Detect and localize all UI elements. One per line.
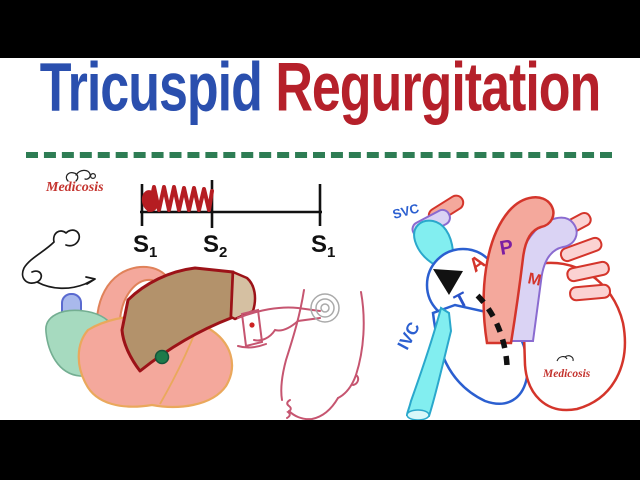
top-letterbox-bar <box>0 0 640 58</box>
heart-watermark: Medicosis <box>542 355 591 380</box>
regurgitant-jet-arrowhead <box>433 269 463 295</box>
content-canvas: Tricuspid Regurgitation Medicosis S1 S2 <box>0 50 640 420</box>
medicosis-logo: Medicosis <box>46 169 104 196</box>
heart-valves-diagram: SVC IVC A P T M Medicosis <box>391 194 627 420</box>
leg-inner-edge <box>280 289 305 401</box>
wrist-band <box>240 308 264 348</box>
liver-illustration <box>120 266 257 373</box>
interventricular-groove <box>159 329 197 405</box>
foot-outline <box>288 397 339 420</box>
holosystolic-murmur-coil <box>141 185 214 212</box>
heart-watermark-text: Medicosis <box>542 368 591 380</box>
title-word-tricuspid: Tricuspid <box>39 49 263 127</box>
pressure-rings <box>310 293 340 323</box>
liver-right-lobe <box>120 266 235 373</box>
svc-label: SVC <box>391 200 421 222</box>
s2-label: S2 <box>203 231 227 261</box>
pitting-edema-illustration <box>237 289 365 420</box>
bottom-letterbox-bar <box>0 420 640 480</box>
pulmonic-valve-label: P <box>498 236 515 260</box>
pressing-hand <box>237 306 321 349</box>
regurgitant-jet-arrow-tail <box>475 293 510 366</box>
title-word-regurgitation: Regurgitation <box>275 49 601 127</box>
toes-squiggle <box>286 399 292 419</box>
page-title: Tricuspid Regurgitation <box>0 49 640 128</box>
title-dashed-underline <box>26 152 612 158</box>
stethoscope-doodle-icon <box>65 169 97 182</box>
mitral-valve-label: M <box>526 270 543 289</box>
s1-late-label: S1 <box>311 231 335 261</box>
gallbladder <box>154 349 170 365</box>
leg-outer-edge <box>337 291 365 399</box>
wrist-band-dot <box>249 322 255 328</box>
medicosis-logo-text: Medicosis <box>46 180 104 195</box>
phonocardiogram-diagram: S1 S2 S1 <box>133 180 335 261</box>
ivc-label: IVC <box>394 319 424 353</box>
ivc-opening <box>406 409 430 420</box>
stethoscope-icon <box>21 229 96 290</box>
ankle-bump <box>352 374 360 386</box>
s1-label: S1 <box>133 231 157 261</box>
heart-illustration <box>45 265 234 408</box>
aorta <box>482 196 555 345</box>
